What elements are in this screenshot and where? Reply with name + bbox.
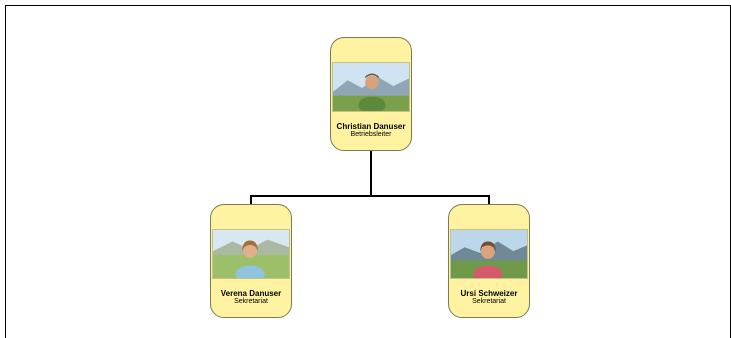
person-photo [212, 229, 290, 279]
org-node-root[interactable]: Christian Danuser Betriebsleiter [330, 37, 412, 151]
node-name: Ursi Schweizer [460, 289, 518, 298]
person-photo [332, 62, 410, 112]
org-node-child-2[interactable]: Ursi Schweizer Sekretariat [448, 204, 530, 318]
node-name: Christian Danuser [336, 122, 406, 131]
node-role: Sekretariat [472, 298, 506, 305]
node-role: Sekretariat [234, 298, 268, 305]
node-role: Betriebsleiter [350, 131, 392, 138]
node-name: Verena Danuser [220, 289, 282, 298]
org-node-child-1[interactable]: Verena Danuser Sekretariat [210, 204, 292, 318]
person-photo [450, 229, 528, 279]
